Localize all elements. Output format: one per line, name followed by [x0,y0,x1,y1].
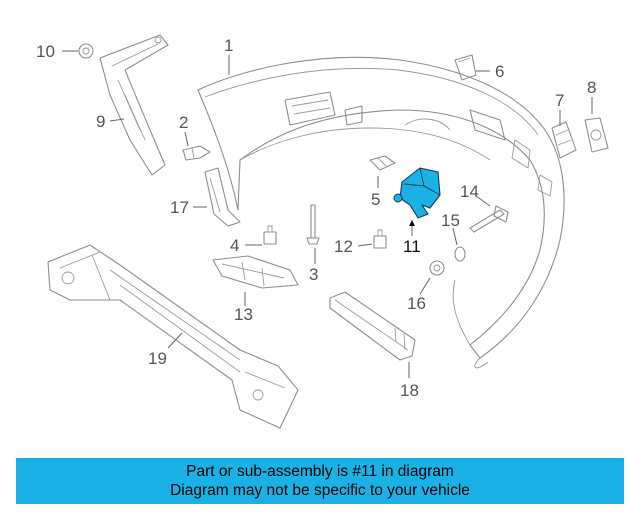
part-6-reflector [454,54,477,81]
part-15-grommet [454,246,466,262]
part-16-nut [429,260,445,276]
part-4-bolt [263,225,277,245]
part-2-push-pin [182,145,211,161]
part-17-bracket [204,167,241,227]
part-18-absorber [329,291,416,361]
callout-18: 18 [400,381,419,400]
part-9-side-bracket [99,34,169,176]
callout-11-highlighted: 11 [403,237,421,256]
callout-7: 7 [555,91,565,110]
callout-3: 3 [309,265,319,284]
callout-2: 2 [179,113,189,132]
callout-10: 10 [36,42,55,61]
part-13-bracket [212,255,299,289]
banner-line-disclaimer: Diagram may not be specific to your vehi… [170,482,470,499]
part-11-bracket-highlighted [393,167,441,219]
callout-19: 19 [148,349,167,368]
callout-14: 14 [460,182,479,201]
callout-8: 8 [587,78,597,97]
callout-6: 6 [495,62,505,81]
callout-12: 12 [334,237,353,256]
callout-17: 17 [170,198,189,217]
callout-16: 16 [407,294,426,313]
part-19-reinforcement-beam [47,244,299,429]
part-1-bumper-cover [197,56,565,369]
parts-diagram [47,34,609,429]
part-3-stud [306,204,320,245]
callout-9: 9 [96,112,106,131]
part-10-clip [78,43,94,59]
part-8-bracket [584,117,609,153]
callout-1: 1 [224,36,234,55]
callout-4: 4 [230,236,240,255]
banner-line-part: Part or sub-assembly is #11 in diagram [186,463,454,480]
leader-lines [62,50,593,378]
callout-15: 15 [441,211,460,230]
callout-5: 5 [371,190,381,209]
part-5-clip [369,155,396,171]
part-12-bolt [373,229,387,249]
callout-13: 13 [234,305,253,324]
part-7-bracket [551,121,577,159]
part-14-pin [469,205,509,233]
info-banner: Part or sub-assembly is #11 in diagram D… [16,458,624,504]
